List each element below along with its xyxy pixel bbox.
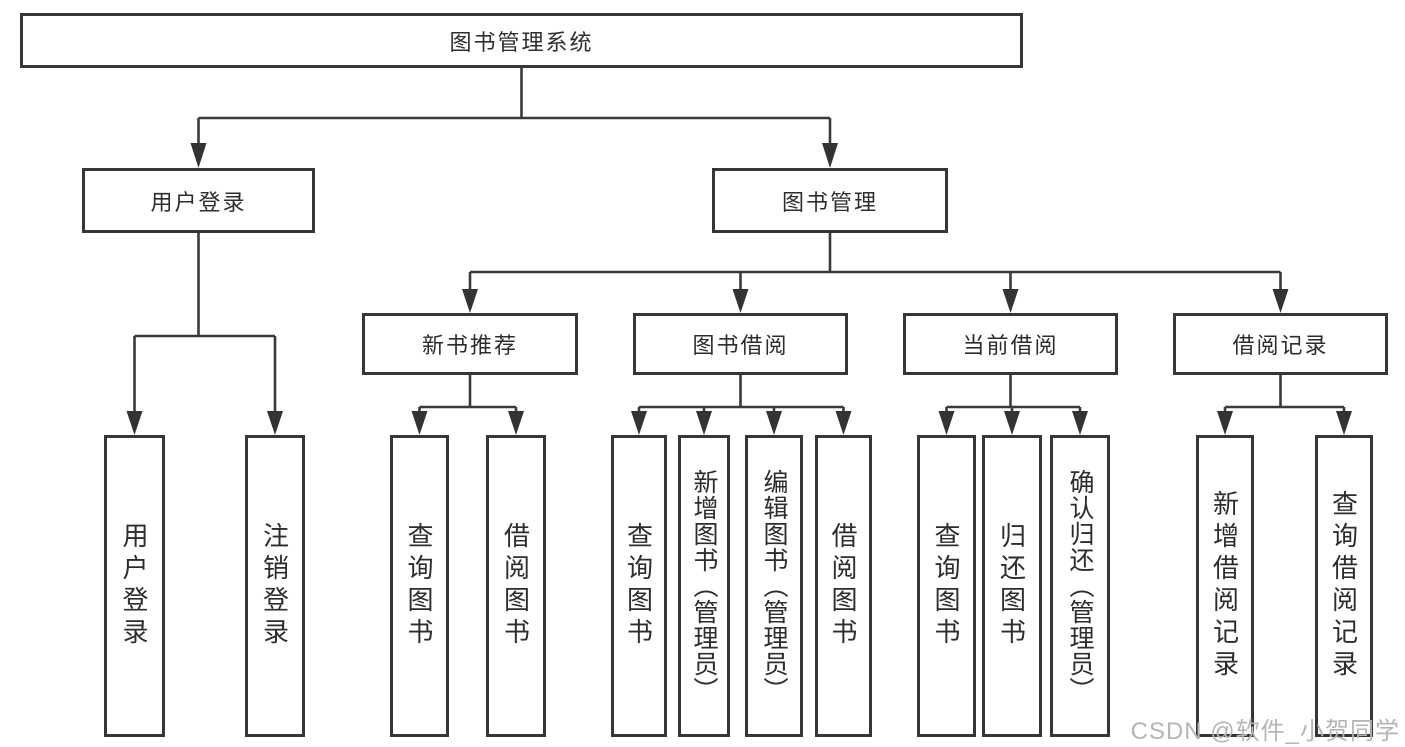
node-book-borrowing-label: 图书借阅 [692,333,789,358]
node-book-management: 图书管理 [712,168,948,233]
edge-book-borrowing-to-leaves [637,375,845,419]
arrowhead [835,411,852,435]
arrowhead [1272,289,1289,313]
leaf-logout: 注销登录 [245,435,305,737]
leaf-edit-book-admin-label: 编辑图书（管理员） [760,469,788,703]
node-current-borrowing: 当前借阅 [903,313,1118,375]
node-new-book-recommend: 新书推荐 [362,313,578,375]
leaf-borrow-books-recommend: 借阅图书 [486,435,546,737]
leaf-add-book-admin-label: 新增图书（管理员） [690,469,718,703]
node-borrowing-records-label: 借阅记录 [1232,333,1329,358]
leaf-borrow-books-borrowing: 借阅图书 [815,435,872,737]
leaf-query-books-borrowing-label: 查询图书 [623,522,654,650]
leaf-add-book-admin: 新增图书（管理员） [678,435,730,737]
leaf-edit-book-admin: 编辑图书（管理员） [745,435,803,737]
arrowhead [267,411,283,435]
arrowhead [126,411,143,435]
edge-user-login-to-leaves [133,233,277,419]
arrowhead [1004,411,1020,435]
arrowhead [1217,411,1233,435]
leaf-return-books: 归还图书 [982,435,1042,737]
leaf-confirm-return-admin: 确认归还（管理员） [1050,435,1110,737]
arrowhead [1336,411,1352,435]
leaf-query-borrow-record-label: 查询借阅记录 [1328,490,1359,682]
leaf-borrow-books-borrowing-label: 借阅图书 [828,522,858,650]
leaf-add-borrow-record-label: 新增借阅记录 [1209,490,1240,682]
arrowhead [1072,411,1088,435]
leaf-query-books-recommend: 查询图书 [390,435,449,737]
edge-lines [133,68,1346,419]
edge-root-to-level2 [197,68,832,147]
leaf-query-books-current: 查询图书 [917,435,976,737]
arrowheads [126,143,1352,435]
arrowhead [938,411,955,435]
node-book-management-label: 图书管理 [781,189,878,215]
leaf-user-login-label: 用户登录 [119,522,149,650]
leaf-query-books-recommend-label: 查询图书 [404,522,434,650]
arrowhead [766,411,782,435]
arrowhead [462,289,478,313]
leaf-borrow-books-recommend-label: 借阅图书 [500,522,531,650]
node-root-system: 图书管理系统 [20,13,1023,68]
arrowhead [190,143,207,168]
edge-new-book-to-leaves [418,375,518,419]
arrowhead [508,411,524,435]
leaf-query-borrow-record: 查询借阅记录 [1315,435,1373,737]
node-current-borrowing-label: 当前借阅 [962,333,1059,358]
leaf-query-books-current-label: 查询图书 [931,522,961,650]
leaf-logout-label: 注销登录 [259,522,290,650]
arrowhead [696,411,712,435]
node-root-label: 图书管理系统 [449,29,594,55]
node-book-borrowing: 图书借阅 [633,313,848,375]
arrowhead [411,411,428,435]
leaf-query-books-borrowing: 查询图书 [611,435,667,737]
arrowhead [822,143,838,168]
edge-borrowing-records-to-leaves [1223,375,1346,419]
node-new-book-recommend-label: 新书推荐 [421,333,518,358]
leaf-confirm-return-admin-label: 确认归还（管理员） [1066,469,1094,703]
arrowhead [1002,289,1019,313]
leaf-user-login: 用户登录 [104,435,165,737]
leaf-add-borrow-record: 新增借阅记录 [1196,435,1254,737]
node-user-login-label: 用户登录 [150,189,247,215]
node-borrowing-records: 借阅记录 [1173,313,1388,375]
edge-book-management-to-level3 [468,233,1282,292]
arrowhead [732,289,749,313]
arrowhead [631,411,647,435]
csdn-watermark: CSDN @软件_小贺同学 [1130,718,1400,745]
node-user-login: 用户登录 [82,168,315,233]
leaf-return-books-label: 归还图书 [996,522,1027,650]
